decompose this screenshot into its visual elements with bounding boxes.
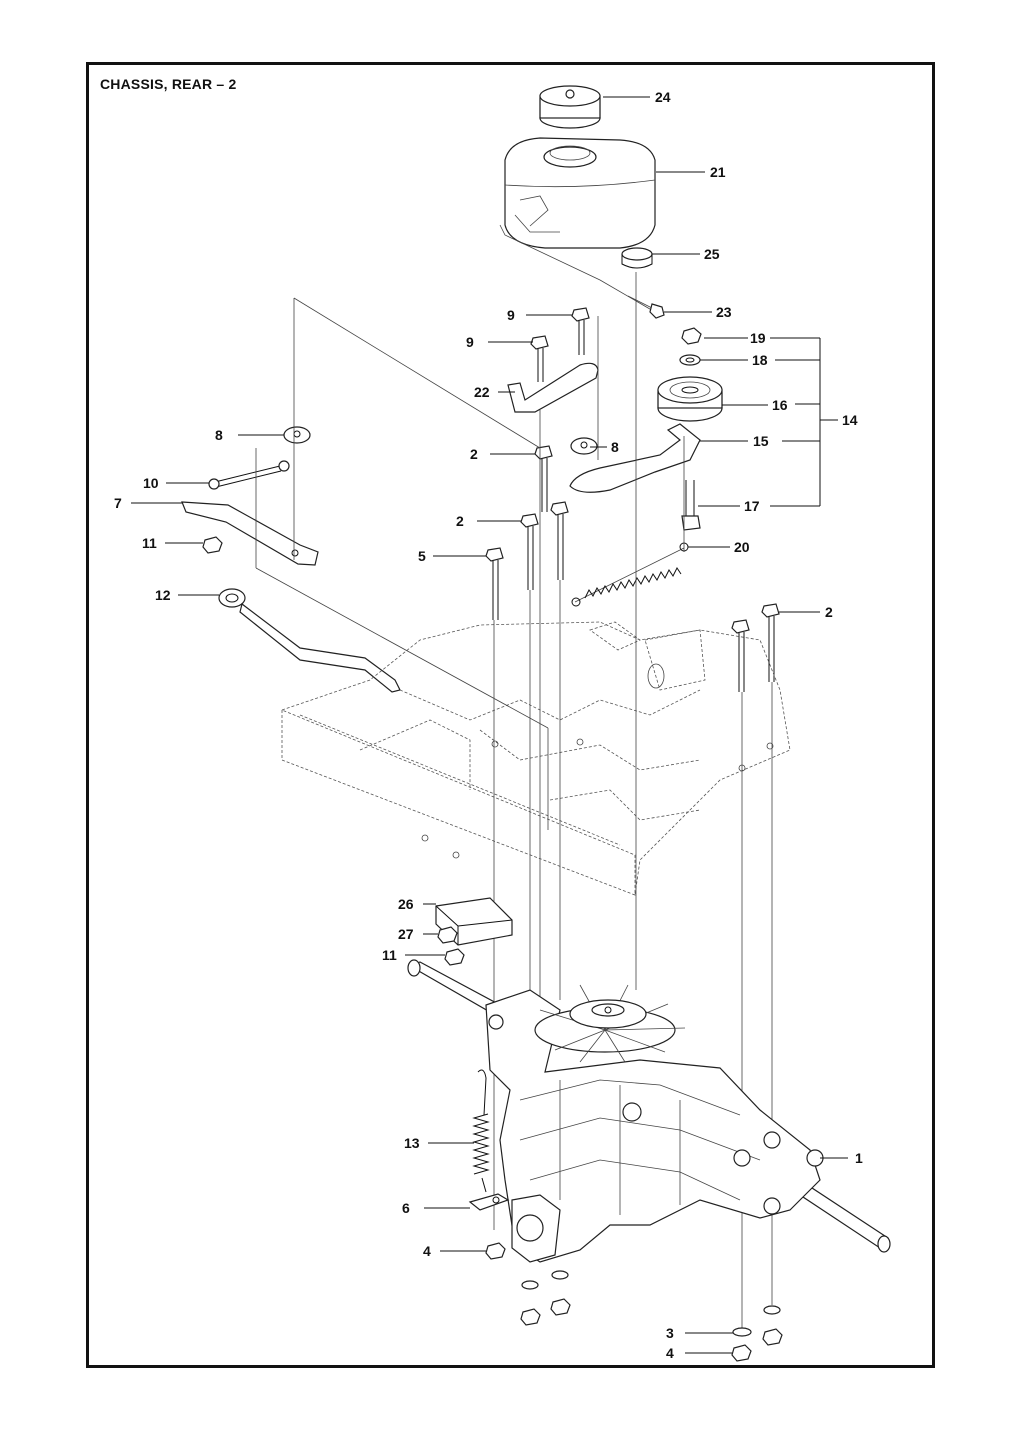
- callout-label: 2: [470, 446, 478, 462]
- bolt: [761, 603, 780, 682]
- screw: [627, 295, 665, 319]
- return-spring: [472, 1069, 490, 1193]
- hose-clamp: [621, 247, 653, 269]
- hose: [499, 224, 656, 313]
- nut: [731, 1344, 752, 1362]
- reservoir-cap: [539, 85, 601, 129]
- washer: [283, 426, 311, 444]
- washer: [763, 1305, 781, 1315]
- nut: [762, 1328, 783, 1346]
- nut: [681, 327, 702, 345]
- adjuster-rod: [208, 460, 290, 490]
- callout-label: 4: [666, 1345, 674, 1361]
- callout-label: 23: [716, 304, 732, 320]
- callout-label: 15: [753, 433, 769, 449]
- nut: [202, 536, 223, 554]
- callout-label: 20: [734, 539, 750, 555]
- washer: [521, 1280, 539, 1290]
- callout-label: 1: [855, 1150, 863, 1166]
- bracket: [507, 362, 599, 413]
- callout-label: 2: [825, 604, 833, 620]
- callout-label: 26: [398, 896, 414, 912]
- diagram-title: CHASSIS, REAR – 2: [100, 76, 237, 92]
- chassis-frame-outline: [281, 621, 791, 896]
- control-link: [181, 501, 319, 566]
- callout-label: 9: [466, 334, 474, 350]
- nut: [444, 948, 465, 966]
- callout-label: 11: [142, 535, 157, 551]
- callout-leaders: [131, 96, 848, 1354]
- callout-label: 24: [655, 89, 671, 105]
- bolt: [550, 501, 569, 580]
- callout-label: 14: [842, 412, 858, 428]
- washer: [468, 1193, 510, 1211]
- callout-label: 11: [382, 947, 397, 963]
- reservoir-tank: [504, 137, 656, 249]
- callout-label: 4: [423, 1243, 431, 1259]
- callout-labels: 24 21 25 23 9 9 19 18 22 16 14 8 8 15 2 …: [114, 89, 863, 1361]
- bolt: [681, 480, 701, 531]
- bolt: [485, 547, 504, 620]
- callout-label: 13: [404, 1135, 420, 1151]
- group-bracket: [770, 337, 821, 507]
- callout-label: 5: [418, 548, 426, 564]
- nut: [437, 926, 458, 944]
- nut: [520, 1308, 541, 1326]
- nut: [485, 1242, 506, 1260]
- callout-label: 2: [456, 513, 464, 529]
- bolt: [571, 307, 590, 355]
- callout-label: 8: [215, 427, 223, 443]
- washer: [551, 1270, 569, 1280]
- bolt: [520, 513, 539, 590]
- callout-label: 22: [474, 384, 490, 400]
- idler-pulley: [657, 376, 723, 422]
- bolt: [530, 335, 549, 382]
- callout-label: 21: [710, 164, 726, 180]
- bolt: [731, 619, 750, 692]
- callout-label: 3: [666, 1325, 674, 1341]
- callout-label: 25: [704, 246, 720, 262]
- callout-label: 16: [772, 397, 788, 413]
- washer: [570, 437, 598, 455]
- callout-label: 19: [750, 330, 766, 346]
- diagram-frame: [86, 62, 935, 1368]
- transaxle: [407, 959, 891, 1263]
- washer: [679, 354, 701, 366]
- callout-label: 6: [402, 1200, 410, 1216]
- callout-label: 8: [611, 439, 619, 455]
- callout-label: 18: [752, 352, 768, 368]
- callout-label: 7: [114, 495, 122, 511]
- callout-label: 27: [398, 926, 414, 942]
- release-lever: [218, 588, 401, 693]
- callout-label: 9: [507, 307, 515, 323]
- spring: [571, 542, 689, 607]
- callout-label: 10: [143, 475, 159, 491]
- callout-label: 17: [744, 498, 760, 514]
- nut: [550, 1298, 571, 1316]
- bolt: [534, 445, 553, 512]
- idler-arm: [569, 423, 701, 493]
- washer: [732, 1327, 752, 1337]
- callout-label: 12: [155, 587, 171, 603]
